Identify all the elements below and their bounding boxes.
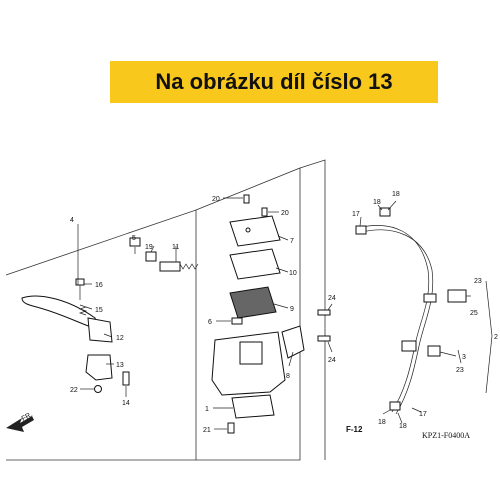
callout-24a: 24 — [328, 295, 336, 302]
diagram-code: KPZ1-F0400A — [422, 431, 470, 440]
lever-assembly-frame — [5, 209, 197, 461]
callout-3: 3 — [462, 354, 466, 361]
callout-4: 4 — [70, 217, 74, 224]
holder — [281, 325, 305, 359]
front-marker-label: FR. — [21, 411, 34, 423]
callout-20a: 20 — [212, 196, 220, 203]
callout-8: 8 — [286, 373, 290, 380]
part-number-banner: Na obrázku díl číslo 13 — [110, 61, 438, 103]
leader-lines — [77, 197, 493, 430]
callout-15: 15 — [95, 307, 103, 314]
callout-24b: 24 — [328, 357, 336, 364]
frame-reference: F-12 — [346, 425, 363, 434]
hose-joint-upper — [355, 207, 391, 235]
lever-bracket — [85, 354, 113, 381]
brake-hose — [357, 225, 430, 413]
callout-11: 11 — [172, 244, 179, 251]
callout-21: 21 — [203, 427, 211, 434]
screw-20a — [243, 194, 250, 204]
callout-14: 14 — [122, 400, 130, 407]
master-cylinder-body — [211, 331, 286, 419]
callout-12: 12 — [116, 335, 124, 342]
callout-17a: 17 — [352, 211, 360, 218]
callout-6: 6 — [208, 319, 212, 326]
callout-1: 1 — [205, 406, 209, 413]
bolt-24b — [317, 335, 331, 342]
master-cylinder-frame — [195, 167, 301, 461]
brake-lever — [21, 295, 113, 343]
hose-bracket — [447, 289, 467, 303]
callout-25: 25 — [470, 310, 478, 317]
callout-2: 2 — [494, 334, 498, 341]
callout-16: 16 — [95, 282, 103, 289]
diaphragm — [229, 286, 277, 319]
callout-5: 5 — [132, 235, 136, 242]
screw-22 — [94, 385, 102, 393]
reservoir-frame — [299, 159, 326, 460]
screw-6 — [231, 317, 243, 325]
hose-clamp — [401, 293, 441, 357]
callout-18b: 18 — [392, 191, 400, 198]
reservoir-cap — [229, 215, 281, 247]
front-arrow — [6, 416, 34, 432]
callout-13: 13 — [116, 362, 124, 369]
lever-spring — [78, 304, 88, 316]
callout-22: 22 — [70, 387, 78, 394]
callout-18c: 18 — [378, 419, 386, 426]
callout-20b: 20 — [281, 210, 289, 217]
pivot-bolt — [75, 278, 85, 300]
callout-23a: 23 — [474, 278, 482, 285]
screw-14 — [122, 371, 130, 386]
screw-21 — [227, 422, 235, 434]
callout-9: 9 — [290, 306, 294, 313]
banner-text: Na obrázku díl číslo 13 — [155, 69, 393, 94]
diaphragm-plate — [229, 248, 281, 280]
bolt-24a — [317, 309, 331, 316]
callout-23b: 23 — [456, 367, 464, 374]
piston-kit — [129, 237, 199, 272]
callout-10: 10 — [289, 270, 297, 277]
screw-20b — [261, 207, 268, 217]
callout-7: 7 — [290, 238, 294, 245]
callout-17b: 17 — [419, 411, 427, 418]
hose-joint-lower — [389, 401, 401, 411]
brake-hose-inner — [361, 229, 434, 415]
callout-18d: 18 — [399, 423, 407, 430]
callout-18a: 18 — [373, 199, 381, 206]
callout-19: 19 — [145, 244, 153, 251]
